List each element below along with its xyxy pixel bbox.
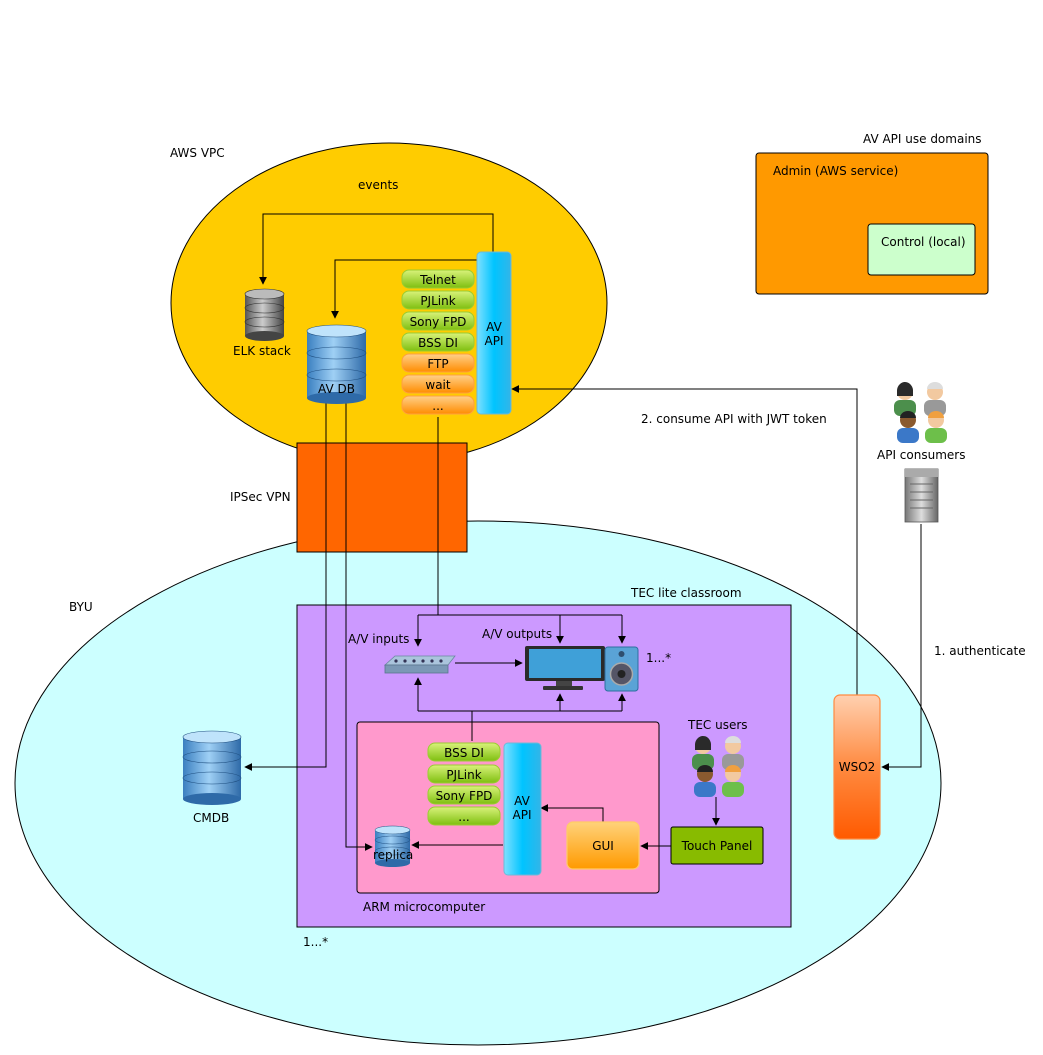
classroom-multiplicity: 1...* xyxy=(303,935,328,949)
legend-title: AV API use domains xyxy=(863,132,982,146)
api-consumers-icon xyxy=(894,381,947,443)
cloud-av-api-label-2: API xyxy=(485,334,504,348)
events-label: events xyxy=(358,178,398,192)
server-icon xyxy=(904,468,939,523)
replica-db-icon xyxy=(374,825,411,867)
gui-box xyxy=(566,821,640,870)
avdb-to-replica-line xyxy=(345,402,373,851)
elk-stack-label: ELK stack xyxy=(233,344,291,358)
control-domain-box xyxy=(867,223,976,276)
driver-label: ... xyxy=(458,810,469,824)
av-outputs-label: A/V outputs xyxy=(482,627,552,641)
tec-classroom-label: TEC lite classroom xyxy=(630,586,742,600)
driver-label: Telnet xyxy=(419,273,456,287)
driver-pill xyxy=(401,374,475,394)
tec-users-icon xyxy=(692,735,744,797)
av-inputs-label: A/V inputs xyxy=(348,632,409,646)
events-to-elk-line xyxy=(259,213,494,285)
authenticate-line xyxy=(881,524,922,771)
ipsec-vpn-block xyxy=(296,442,468,553)
touch-panel-box xyxy=(670,826,764,865)
driver-label: wait xyxy=(425,378,451,392)
display-icon xyxy=(525,646,605,690)
tec-users-label: TEC users xyxy=(687,718,748,732)
cloud-av-api-bar xyxy=(476,251,512,415)
driver-label: FTP xyxy=(427,357,448,371)
authenticate-label: 1. authenticate xyxy=(934,644,1026,658)
speaker-icon xyxy=(604,646,639,692)
driver-label: BSS DI xyxy=(444,746,484,760)
replica-label: replica xyxy=(373,848,413,862)
consume-api-label: 2. consume API with JWT token xyxy=(641,412,827,426)
driver-label: BSS DI xyxy=(418,336,458,350)
driver-pill xyxy=(427,764,501,784)
gui-to-api-line xyxy=(540,804,604,822)
cmdb-label: CMDB xyxy=(193,811,229,825)
driver-pill xyxy=(401,395,475,415)
aws-vpc-label: AWS VPC xyxy=(170,146,225,160)
wso2-label: WSO2 xyxy=(839,760,876,774)
driver-pill xyxy=(401,353,475,373)
byu-label: BYU xyxy=(69,600,93,614)
consume-api-line xyxy=(511,385,858,695)
driver-pill xyxy=(427,742,501,762)
driver-pill xyxy=(427,806,501,826)
av-db-label: AV DB xyxy=(318,382,355,396)
switch-icon xyxy=(383,655,456,674)
driver-label: ... xyxy=(432,399,443,413)
driver-label: PJLink xyxy=(446,768,481,782)
cloud-drivers: Telnet PJLink Sony FPD BSS DI FTP wait .… xyxy=(401,269,475,415)
local-av-api-bar xyxy=(503,742,542,876)
driver-pill xyxy=(427,785,501,805)
local-av-api-label-1: AV xyxy=(514,794,530,808)
driver-pill xyxy=(401,332,475,352)
driver-label: PJLink xyxy=(420,294,455,308)
arm-microcomputer-label: ARM microcomputer xyxy=(363,900,485,914)
driver-label: Sony FPD xyxy=(410,315,467,329)
elk-stack-icon xyxy=(244,288,285,341)
driver-label: Sony FPD xyxy=(436,789,493,803)
connectors xyxy=(244,213,922,851)
admin-domain-label: Admin (AWS service) xyxy=(773,164,898,178)
wso2-gateway xyxy=(833,694,881,840)
control-domain-label: Control (local) xyxy=(881,235,966,249)
cloud-av-api-label-1: AV xyxy=(486,320,502,334)
cmdb-icon xyxy=(182,730,242,805)
driver-pill xyxy=(401,311,475,331)
touch-panel-label: Touch Panel xyxy=(681,839,753,853)
local-av-api-label-2: API xyxy=(513,808,532,822)
av-db-icon xyxy=(306,324,367,404)
ipsec-vpn-label: IPSec VPN xyxy=(230,490,291,504)
gui-label: GUI xyxy=(592,839,614,853)
driver-pill xyxy=(401,290,475,310)
outputs-multiplicity: 1...* xyxy=(646,651,671,665)
local-drivers: BSS DI PJLink Sony FPD ... xyxy=(427,742,501,826)
api-consumers-label: API consumers xyxy=(877,448,965,462)
api-to-avdb-line xyxy=(331,259,477,319)
driver-pill xyxy=(401,269,475,289)
avdb-to-cmdb-line xyxy=(244,402,327,771)
